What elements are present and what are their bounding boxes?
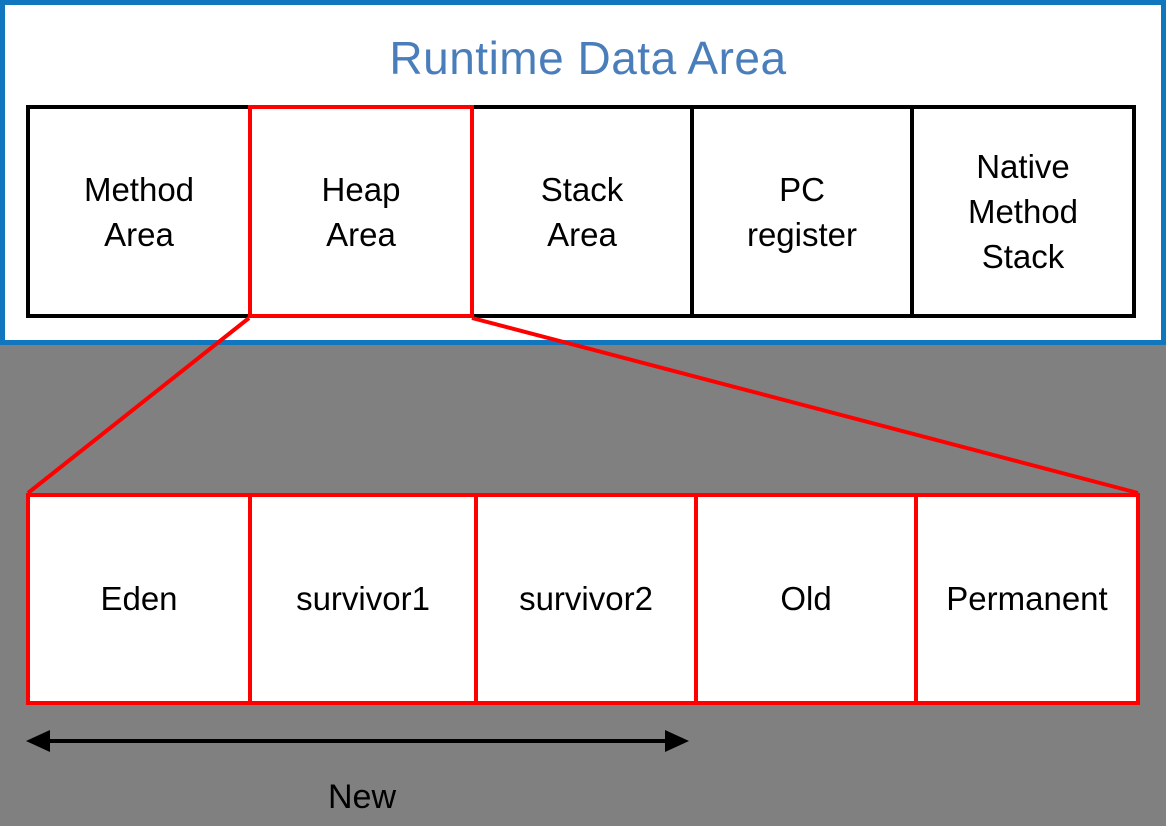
runtime-cell-heap-area[interactable]: Heap Area	[248, 105, 474, 318]
runtime-cell-method-area[interactable]: Method Area	[26, 105, 248, 318]
runtime-cell-label: Native Method Stack	[967, 148, 1079, 275]
heap-cell-label: survivor1	[296, 580, 430, 617]
runtime-cell-native-method-stack[interactable]: Native Method Stack	[910, 105, 1136, 318]
runtime-cell-label: PC register	[746, 170, 858, 253]
arrow-head-right-icon	[665, 730, 689, 752]
new-generation-span-arrow	[26, 730, 689, 752]
page-title: Runtime Data Area	[389, 32, 787, 84]
heap-cell-label: survivor2	[519, 580, 653, 617]
new-generation-label: New	[327, 778, 397, 816]
runtime-cell-label: Method Area	[83, 170, 195, 253]
runtime-cell-pc-register[interactable]: PC register	[690, 105, 910, 318]
heap-cell-old[interactable]: Old	[694, 493, 914, 705]
heap-cell-label: Permanent	[946, 580, 1108, 617]
runtime-data-area-row: Method Area Heap Area Stack Area PC regi…	[26, 105, 1140, 318]
heap-cell-survivor2[interactable]: survivor2	[474, 493, 694, 705]
heap-detail-row: Eden survivor1 survivor2 Old Permanent	[26, 493, 1140, 705]
heap-cell-label: Eden	[100, 580, 178, 617]
runtime-cell-stack-area[interactable]: Stack Area	[470, 105, 690, 318]
heap-cell-survivor1[interactable]: survivor1	[248, 493, 474, 705]
heap-cell-eden[interactable]: Eden	[26, 493, 248, 705]
arrow-head-left-icon	[26, 730, 50, 752]
heap-cell-label: Old	[780, 580, 832, 617]
runtime-cell-label: Stack Area	[540, 170, 624, 253]
runtime-cell-label: Heap Area	[321, 170, 401, 253]
heap-cell-permanent[interactable]: Permanent	[914, 493, 1140, 705]
